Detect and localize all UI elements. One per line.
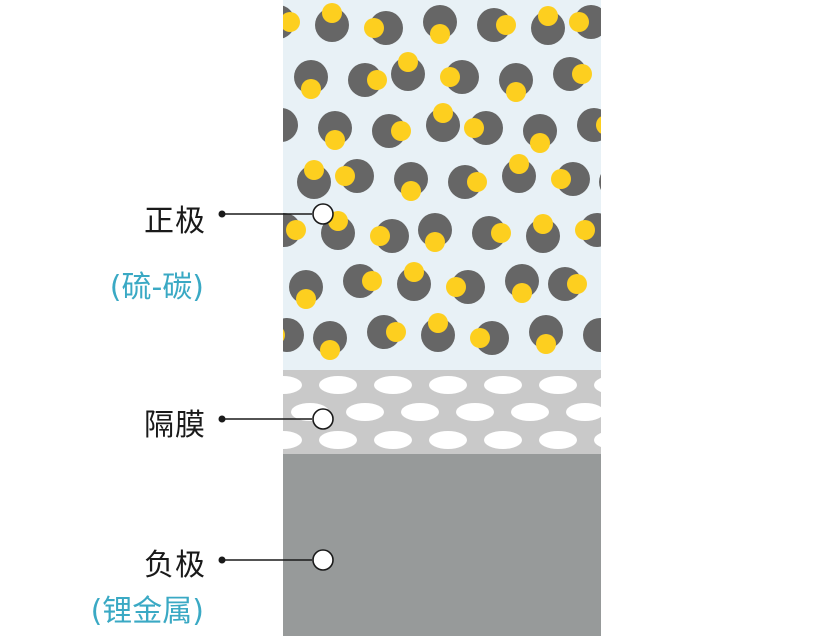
- cathode-layer: [283, 0, 601, 370]
- sulfur-particle: [506, 82, 526, 102]
- sulfur-particle: [602, 325, 622, 345]
- sulfur-particle: [301, 79, 321, 99]
- sulfur-particle: [259, 115, 279, 135]
- sulfur-particle: [391, 121, 411, 141]
- sulfur-particle: [425, 232, 445, 252]
- anode-layer: [283, 454, 601, 636]
- sulfur-particle: [509, 154, 529, 174]
- sulfur-particle: [464, 118, 484, 138]
- sulfur-particle: [296, 289, 316, 309]
- separator-pore: [484, 431, 522, 449]
- anode-marker: [312, 549, 334, 571]
- sulfur-particle: [325, 130, 345, 150]
- sulfur-particle: [430, 24, 450, 44]
- sulfur-particle: [575, 220, 595, 240]
- sulfur-particle: [569, 12, 589, 32]
- separator-pore: [429, 376, 467, 394]
- carbon-particle: [283, 108, 298, 142]
- cathode-marker: [312, 203, 334, 225]
- separator-pore: [283, 431, 302, 449]
- sulfur-particle: [320, 340, 340, 360]
- sulfur-particle: [551, 169, 571, 189]
- separator-pore: [374, 431, 412, 449]
- cathode-label: 正极: [144, 204, 206, 239]
- sulfur-particle: [596, 116, 601, 134]
- carbon-particle: [602, 270, 636, 304]
- sulfur-particle: [428, 313, 448, 333]
- sulfur-particle: [283, 329, 285, 341]
- sulfur-particle: [467, 172, 487, 192]
- separator-pore: [346, 403, 384, 421]
- separator-pore: [283, 376, 302, 394]
- sulfur-particle: [533, 214, 553, 234]
- carbon-particle: [607, 60, 641, 94]
- sulfur-particle: [609, 265, 629, 285]
- separator-pore: [566, 403, 601, 421]
- cathode-leader: [218, 203, 334, 225]
- separator-label: 隔膜: [144, 408, 206, 443]
- sulfur-particle: [538, 6, 558, 26]
- sulfur-particle: [491, 223, 511, 243]
- sulfur-particle: [367, 70, 387, 90]
- separator-pore: [594, 433, 601, 447]
- separator-pore: [539, 431, 577, 449]
- sulfur-particle: [404, 262, 424, 282]
- sulfur-particle: [567, 274, 587, 294]
- cathode-sublabel: (硫-碳): [109, 270, 204, 305]
- separator-pore: [429, 431, 467, 449]
- separator-pore: [319, 376, 357, 394]
- separator-pore: [319, 431, 357, 449]
- sulfur-particle: [530, 133, 550, 153]
- anode-label: 负极: [144, 548, 206, 583]
- carbon-particle: [283, 318, 304, 352]
- anode-sublabel: (锂金属): [90, 594, 204, 629]
- separator-pore: [539, 376, 577, 394]
- carbon-particle: [583, 318, 601, 352]
- carbon-particle: [599, 174, 601, 190]
- sulfur-particle: [614, 55, 634, 75]
- separator-leader-dot: [218, 415, 226, 423]
- anode-leader-dot: [218, 556, 226, 564]
- sulfur-particle: [433, 103, 453, 123]
- sulfur-particle: [370, 226, 390, 246]
- sulfur-particle: [572, 64, 592, 84]
- cathode-leader-dot: [218, 210, 226, 218]
- sulfur-particle: [470, 328, 490, 348]
- anode-leader: [218, 549, 334, 571]
- sulfur-particle: [304, 160, 324, 180]
- sulfur-particle: [536, 334, 556, 354]
- sulfur-particle: [606, 184, 626, 204]
- sulfur-particle: [322, 3, 342, 23]
- sulfur-particle: [364, 18, 384, 38]
- sulfur-particle: [440, 67, 460, 87]
- sulfur-particle: [401, 181, 421, 201]
- sulfur-particle: [362, 271, 382, 291]
- carbon-particle: [577, 108, 601, 142]
- separator-marker: [312, 408, 334, 430]
- sulfur-particle: [512, 283, 532, 303]
- sulfur-particle: [286, 220, 306, 240]
- separator-pore: [484, 376, 522, 394]
- separator-pore: [401, 403, 439, 421]
- cathode-particles: [259, 3, 641, 360]
- separator-pore: [511, 403, 549, 421]
- separator-pore: [456, 403, 494, 421]
- sulfur-particle: [398, 52, 418, 72]
- separator-pore: [594, 378, 601, 392]
- sulfur-particle: [335, 166, 355, 186]
- sulfur-particle: [446, 277, 466, 297]
- separator-leader: [218, 408, 334, 430]
- sulfur-particle: [283, 12, 300, 32]
- sulfur-particle: [386, 322, 406, 342]
- separator-pore: [374, 376, 412, 394]
- sulfur-particle: [496, 15, 516, 35]
